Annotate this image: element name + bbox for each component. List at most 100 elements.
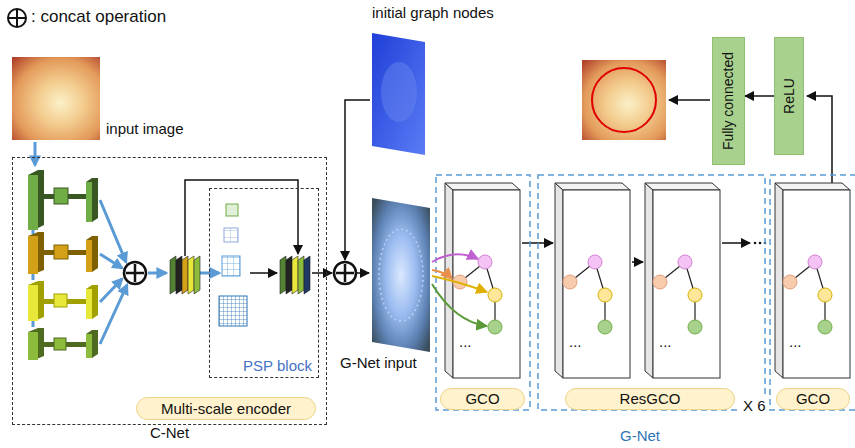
encoder-blocks xyxy=(28,281,98,321)
node-text: Fully connected xyxy=(720,52,736,150)
encoder-blocks xyxy=(44,299,54,304)
encoder-blocks xyxy=(86,289,92,319)
layer-label-box: GCO xyxy=(776,388,850,410)
concat-symbol xyxy=(8,9,26,27)
g-net-stage-box xyxy=(770,175,855,410)
g-net-input-image xyxy=(372,198,430,352)
image-label: initial graph nodes xyxy=(372,5,494,22)
output-image xyxy=(592,68,656,132)
graph-panel xyxy=(775,183,850,378)
image-label: input image xyxy=(106,121,184,138)
feature-stack xyxy=(286,256,292,294)
psp-pyramid xyxy=(222,256,240,276)
input-image xyxy=(12,57,100,140)
concat-symbol xyxy=(124,262,146,284)
initial-graph-nodes-image xyxy=(381,62,417,122)
encoder-blocks xyxy=(86,330,98,358)
node-input-arrows xyxy=(432,284,487,326)
graph-panel xyxy=(445,183,520,378)
node-input-arrows xyxy=(432,254,478,262)
initial-graph-nodes-image xyxy=(372,33,425,155)
black-arrows xyxy=(345,100,370,260)
legend-text: : concat operation xyxy=(31,8,166,27)
encoder-blocks xyxy=(28,328,44,360)
blue-arrows xyxy=(100,285,127,344)
node-input-arrows xyxy=(432,254,487,326)
layer-box: ReLU xyxy=(774,37,804,155)
encoder-blocks xyxy=(28,232,98,274)
ellipsis: ... xyxy=(569,334,582,351)
repeat-count: X 6 xyxy=(741,398,768,415)
feature-stack xyxy=(170,256,176,294)
encoder-blocks xyxy=(28,285,38,321)
feature-stack xyxy=(298,256,304,294)
feature-stack xyxy=(176,256,182,294)
ellipsis: ... xyxy=(459,334,472,351)
encoder-blocks xyxy=(44,342,54,347)
encoder-blocks xyxy=(28,170,98,230)
feature-stack xyxy=(170,256,310,294)
concat-symbol xyxy=(336,264,354,282)
node-text: ReLU xyxy=(781,78,797,114)
black-arrows xyxy=(312,272,332,274)
blue-arrows xyxy=(100,279,122,302)
continuation-dots xyxy=(759,242,762,245)
black-arrows xyxy=(669,99,710,101)
g-net-input-image xyxy=(372,198,430,352)
layer-box: Fully connected xyxy=(712,37,745,165)
blue-arrows xyxy=(100,200,126,262)
module-label-box: Multi-scale encoder xyxy=(136,397,316,420)
node-text: Multi-scale encoder xyxy=(161,400,291,417)
encoder-blocks xyxy=(28,281,44,321)
feature-stack xyxy=(188,256,194,294)
feature-stack xyxy=(280,256,286,294)
network-group: C-NetPSP blockMulti-scale encoder xyxy=(12,157,327,425)
encoder-blocks xyxy=(68,194,86,199)
black-arrows xyxy=(722,242,750,244)
output-image xyxy=(582,60,666,140)
psp-pyramid xyxy=(224,228,238,242)
encoder-blocks xyxy=(28,236,38,274)
encoder-blocks xyxy=(86,285,98,319)
ellipsis: ... xyxy=(789,334,802,351)
encoder-blocks xyxy=(28,232,44,274)
g-net-stage-box xyxy=(538,175,765,410)
encoder-blocks xyxy=(67,299,86,304)
continuation-dots xyxy=(754,242,757,245)
encoder-blocks xyxy=(28,328,98,360)
black-arrows xyxy=(185,180,298,256)
group-name: G-Net xyxy=(620,428,660,445)
encoder-blocks xyxy=(54,338,66,350)
feature-stack xyxy=(304,256,310,294)
input-image xyxy=(12,57,100,140)
encoder-blocks xyxy=(86,240,92,272)
encoder-blocks xyxy=(86,182,92,222)
psp-pyramid xyxy=(219,296,247,326)
initial-graph-nodes-image xyxy=(372,33,425,155)
encoder-blocks xyxy=(86,178,98,222)
g-net-stage-box xyxy=(436,175,855,410)
encoder-blocks xyxy=(66,342,86,347)
psp-pyramid xyxy=(219,204,247,326)
g-net-input-image xyxy=(379,229,423,321)
concat-symbol xyxy=(9,10,25,26)
node-text: ResGCO xyxy=(620,390,681,407)
black-arrows xyxy=(250,272,277,274)
black-arrows xyxy=(807,96,832,186)
encoder-blocks xyxy=(44,250,54,255)
node-text: PSP block xyxy=(243,357,312,374)
graph-panel xyxy=(645,183,720,378)
encoder-blocks xyxy=(44,194,54,199)
output-image xyxy=(582,60,666,140)
encoder-blocks xyxy=(28,175,38,230)
encoder-blocks xyxy=(28,170,98,360)
ellipsis: ... xyxy=(659,334,672,351)
feature-stack xyxy=(182,256,188,294)
image-label: G-Net input xyxy=(340,355,417,372)
encoder-blocks xyxy=(86,236,98,272)
encoder-blocks xyxy=(28,170,44,230)
encoder-blocks xyxy=(54,294,67,307)
graph-panel xyxy=(555,183,630,378)
concat-symbol xyxy=(126,264,144,282)
